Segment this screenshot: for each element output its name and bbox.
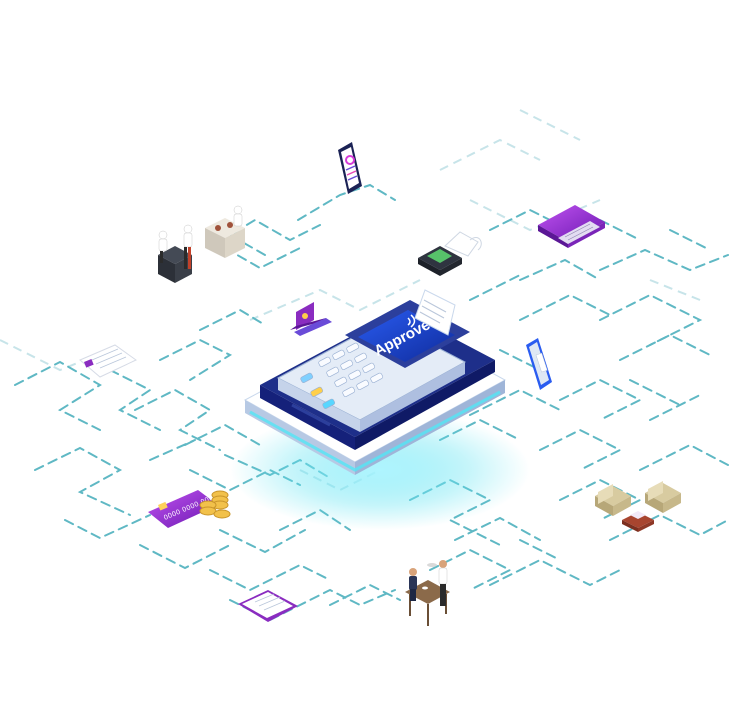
contactless-icon xyxy=(407,314,416,328)
clipboard-icon xyxy=(238,590,298,622)
receipt-printer-icon xyxy=(418,231,482,276)
purple-printer-icon xyxy=(538,205,605,248)
lounge-furniture-icon xyxy=(595,481,681,532)
background-network-lines xyxy=(0,109,701,492)
terminal-keypad xyxy=(300,342,384,409)
laptop-icon xyxy=(290,302,332,336)
restaurant-table-icon xyxy=(405,560,450,626)
paper-receipt-icon xyxy=(79,344,137,378)
kitchen-chefs-icon xyxy=(158,205,245,283)
coin-stack xyxy=(199,490,231,519)
mobile-receipt-icon xyxy=(526,338,552,390)
pos-terminal-icon: Approved xyxy=(243,289,507,475)
terminal-receipt xyxy=(414,289,456,336)
credit-card-coins-icon: 0000 0000 0000 xyxy=(148,490,231,528)
tablet-chart-icon xyxy=(338,142,362,194)
